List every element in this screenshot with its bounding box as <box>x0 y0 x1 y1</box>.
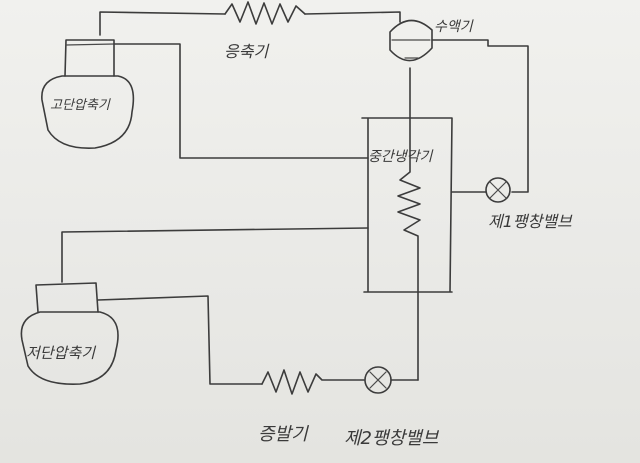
label-high-compressor: 고단압축기 <box>50 98 110 113</box>
evaporator-coil <box>261 369 365 395</box>
label-low-compressor: 저단압축기 <box>26 344 96 362</box>
label-second-expansion-valve: 제2팽창밸브 <box>344 428 439 449</box>
intercooler-box <box>361 117 453 293</box>
label-condenser: 응축기 <box>224 42 269 61</box>
wire-intercooler-lc <box>61 227 369 283</box>
wire-receiver-right <box>431 39 529 193</box>
wire-lc-evaporator <box>97 295 263 385</box>
label-receiver: 수액기 <box>434 19 473 35</box>
receiver-tank <box>389 19 433 62</box>
intercooler-coil <box>397 117 421 381</box>
condenser-coil <box>224 1 306 25</box>
wire-top <box>99 11 401 36</box>
first-expansion-valve-symbol <box>485 177 511 203</box>
low-compressor-body <box>20 311 119 385</box>
label-intercooler: 중간냉각기 <box>368 149 433 165</box>
label-evaporator: 증발기 <box>258 424 308 445</box>
wire-hc-intercooler <box>113 43 369 159</box>
label-first-expansion-valve: 제1팽창밸브 <box>488 212 572 231</box>
high-compressor-body <box>41 75 135 149</box>
